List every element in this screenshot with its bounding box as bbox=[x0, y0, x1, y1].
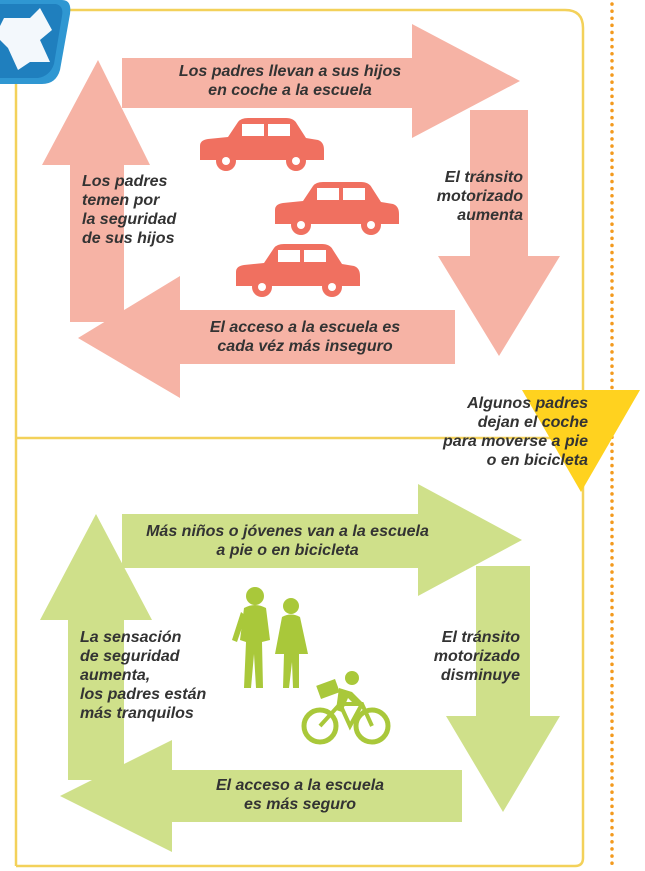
car-3 bbox=[236, 244, 360, 297]
cars-icon bbox=[200, 118, 399, 297]
arrow-bottom-left bbox=[78, 276, 455, 398]
cyclist-icon bbox=[301, 671, 391, 745]
pedestrians-icon bbox=[232, 587, 308, 688]
virtuous-left-label: La sensación de seguridad aumenta, los p… bbox=[80, 629, 207, 722]
car-2 bbox=[275, 182, 399, 235]
arrow-bottom-left-green bbox=[60, 740, 462, 852]
vicious-bottom-label: El acceso a la escuela es cada véz más i… bbox=[209, 319, 401, 355]
snowflake-badge-icon bbox=[0, 0, 71, 84]
arrow-top-right-green bbox=[122, 484, 522, 596]
vicious-left-label: Los padres temen por la seguridad de sus… bbox=[82, 173, 177, 247]
vicious-cycle-arrows bbox=[42, 24, 560, 398]
virtuous-top-label: Más niños o jóvenes van a la escuela a p… bbox=[146, 523, 429, 559]
virtuous-bottom-label: El acceso a la escuela es más seguro bbox=[215, 777, 385, 813]
car-1 bbox=[200, 118, 324, 171]
arrow-left-up bbox=[42, 60, 150, 322]
transition-triangle bbox=[522, 390, 640, 492]
arrow-top-right bbox=[122, 24, 520, 138]
vicious-top-label: Los padres llevan a sus hijos en coche a… bbox=[178, 63, 402, 99]
vicious-right-label: El tránsito motorizado aumenta bbox=[436, 169, 523, 224]
virtuous-cycle-arrows bbox=[40, 484, 560, 852]
arrow-right-down-green bbox=[446, 566, 560, 812]
arrow-right-down bbox=[438, 110, 560, 356]
virtuous-right-label: El tránsito motorizado disminuye bbox=[433, 629, 520, 684]
arrow-left-up-green bbox=[40, 514, 152, 780]
transition-label: Algunos padres dejan el coche para mover… bbox=[443, 395, 588, 469]
